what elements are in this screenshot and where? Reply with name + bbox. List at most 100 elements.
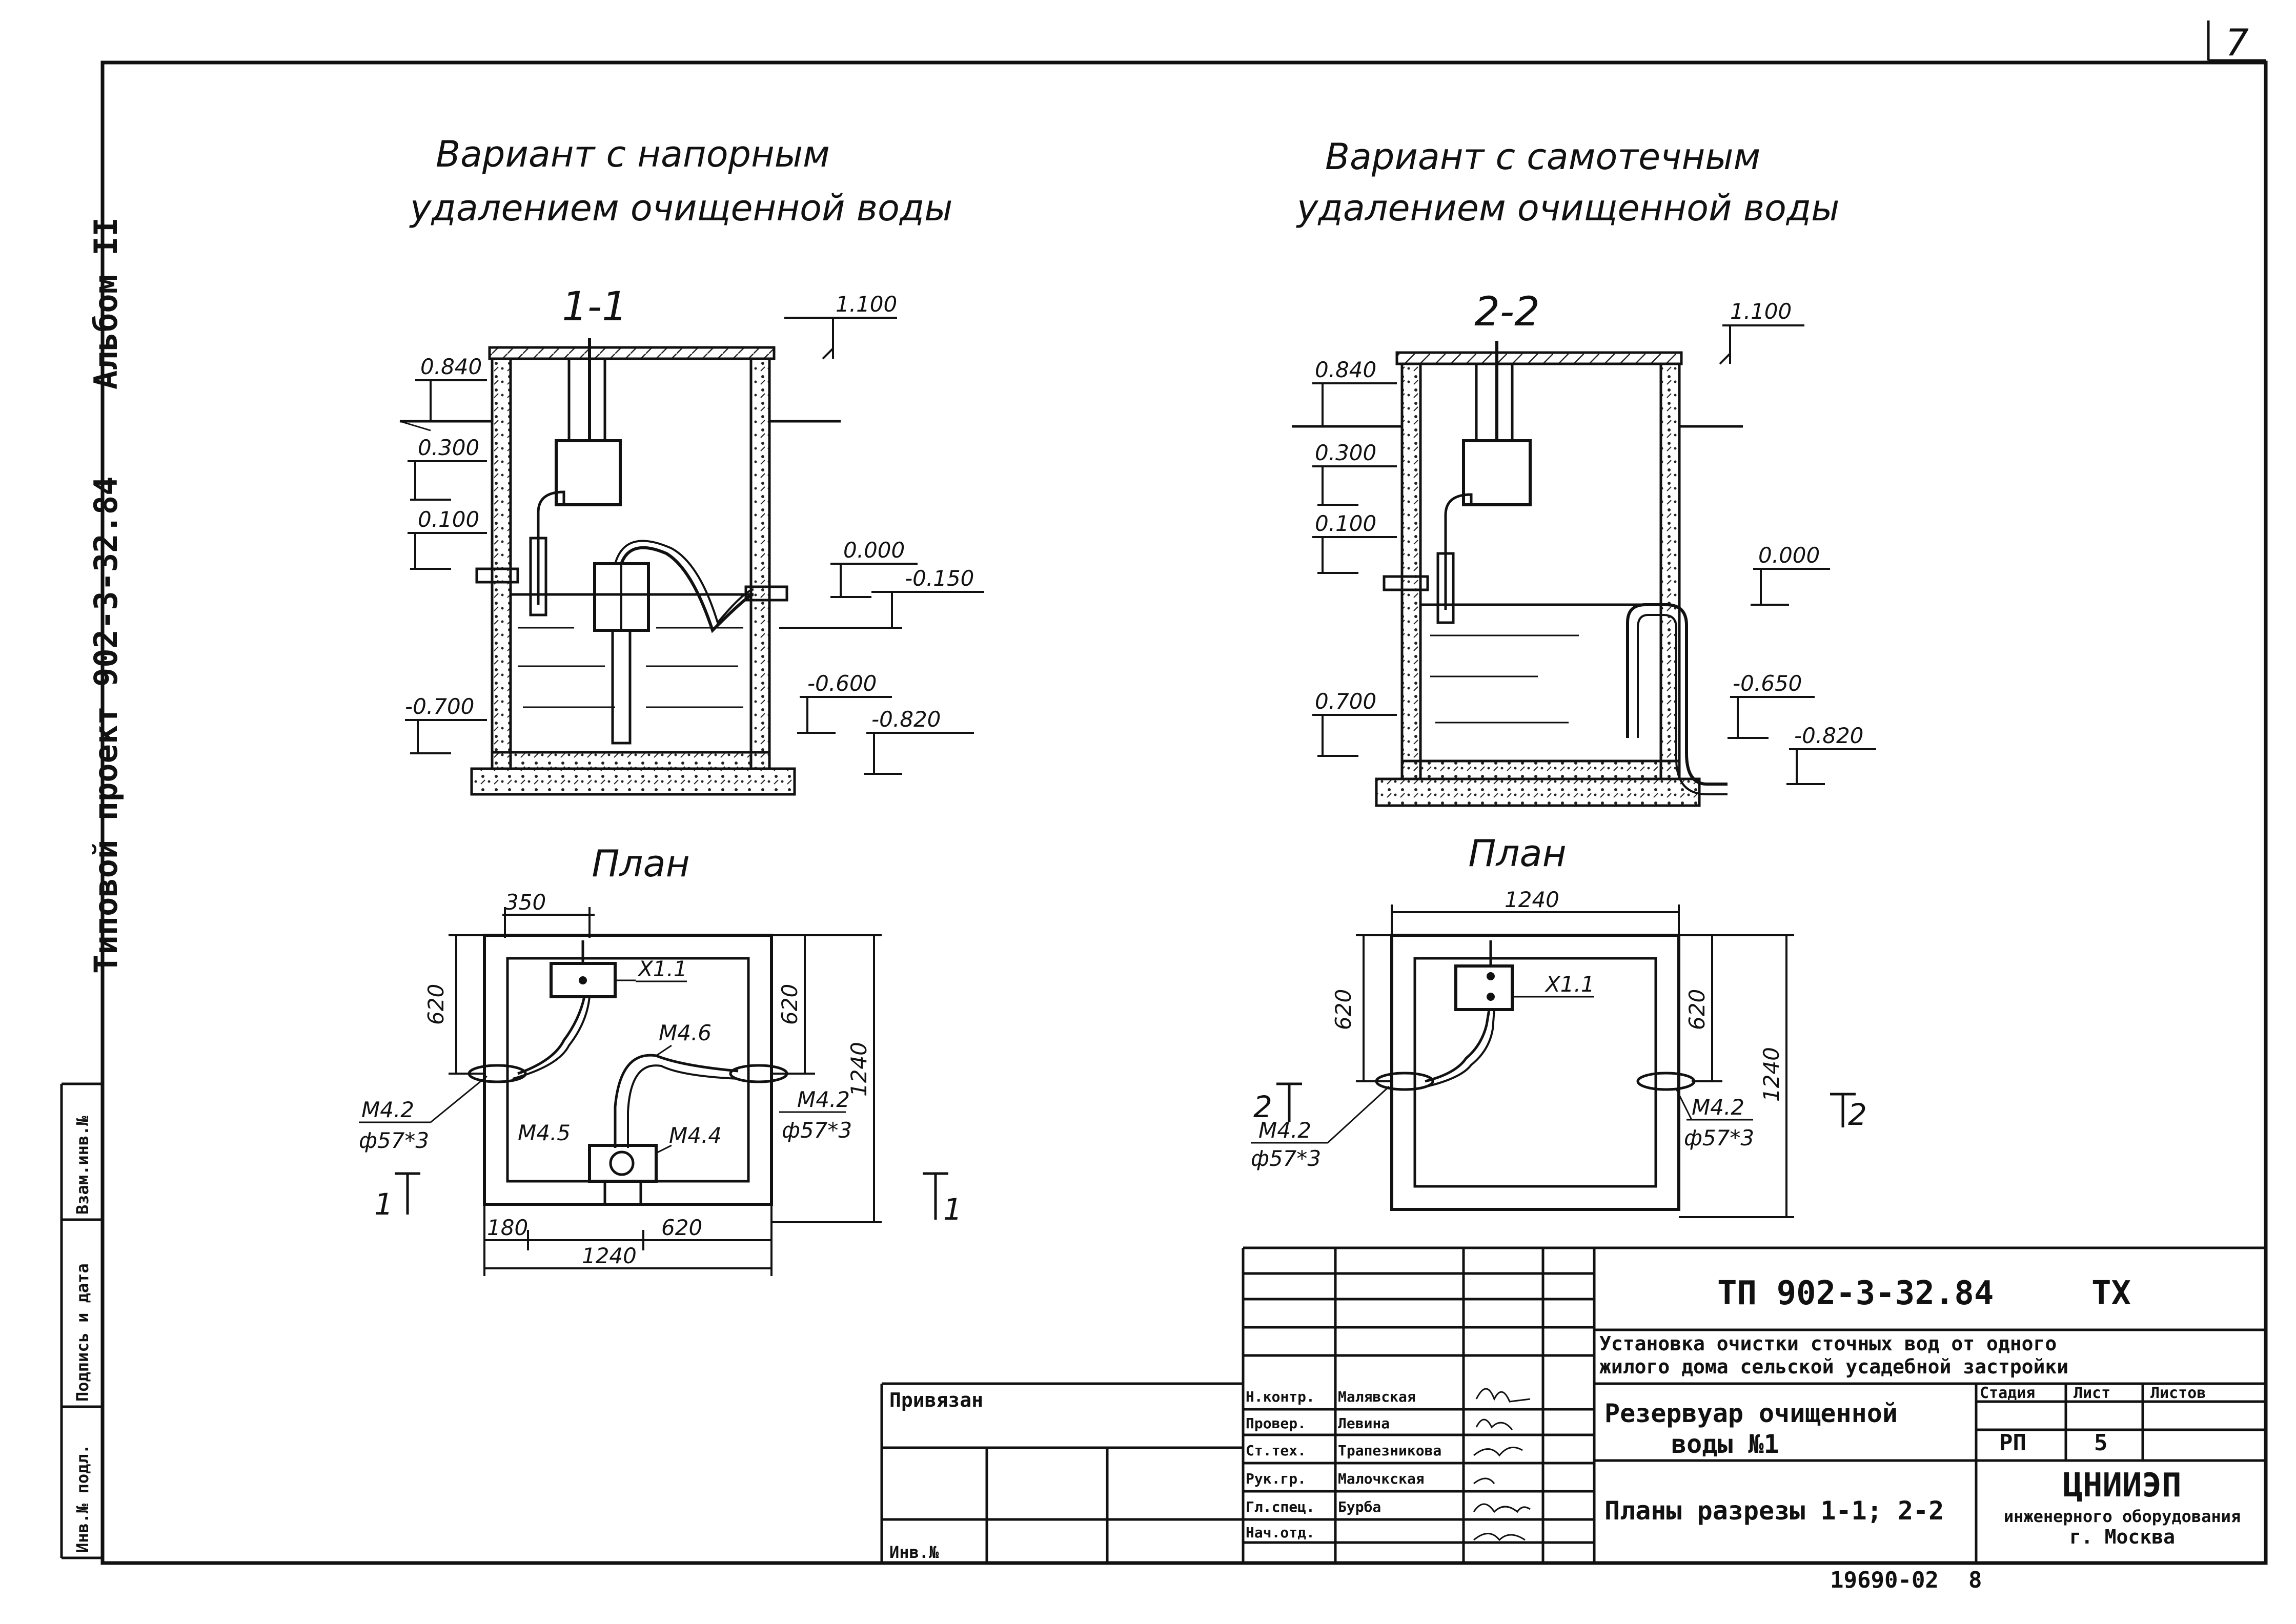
- plan2-dim-1240-top: 1240: [1505, 887, 1559, 912]
- plan2-callout-x1-1: Х1.1: [1545, 972, 1595, 997]
- page-number: 7: [2225, 21, 2249, 64]
- album-label: Альбом II: [87, 217, 125, 389]
- plan1-callout-m4-6: М4.6: [659, 1020, 712, 1045]
- format-mark: 8: [1968, 1567, 1982, 1593]
- stage-value: РП: [1999, 1430, 2026, 1456]
- level-1-100: 1.100: [836, 292, 897, 317]
- level-minus-0-150: -0.150: [905, 566, 974, 591]
- plan1-callout-m4-4: М4.4: [669, 1123, 722, 1148]
- signer-role: Провер.: [1246, 1415, 1306, 1432]
- stamp-cell-inv: Инв.№ подл.: [73, 1444, 92, 1553]
- plan1-callout-x1-1: Х1.1: [637, 956, 687, 981]
- right-title-line1: Вариант с самотечным: [1325, 136, 1760, 178]
- left-title-line1: Вариант с напорным: [436, 133, 830, 175]
- plan1-callout-m4-2-left: М4.2: [361, 1097, 414, 1122]
- plan1-cut-mark-right: 1: [943, 1192, 962, 1227]
- left-variant: Вариант с напорным удалением очищенной в…: [359, 133, 984, 1276]
- plan2-dim-1240-vertical: 1240: [1759, 1047, 1784, 1102]
- signer-name: Бурба: [1338, 1498, 1381, 1515]
- title-mark: ТХ: [2091, 1274, 2131, 1312]
- level-minus-0-600: -0.600: [807, 671, 877, 696]
- level-r-0-300: 0.300: [1315, 440, 1376, 465]
- plan-2: 1240 620 620 1240 Х1.1 М4.2 ф57*3 М4.2 ф…: [1251, 887, 1867, 1218]
- level-0-300: 0.300: [418, 435, 479, 460]
- title-description-line2: жилого дома сельской усадебной застройки: [1599, 1355, 2068, 1378]
- left-title-line2: удалением очищенной воды: [409, 187, 952, 229]
- org-line3: г. Москва: [2069, 1526, 2175, 1548]
- plan2-callout-pipe-left: ф57*3: [1251, 1146, 1321, 1171]
- plan1-dim-1240-bottom: 1240: [582, 1243, 637, 1268]
- title-description-line1: Установка очистки сточных вод от одного: [1599, 1332, 2057, 1355]
- plan2-cut-mark-left: 2: [1253, 1089, 1272, 1124]
- level-r-minus-0-650: -0.650: [1733, 671, 1802, 696]
- level-r-0-100: 0.100: [1315, 511, 1376, 536]
- signer-role: Н.контр.: [1246, 1388, 1315, 1405]
- plan2-callout-m4-2-left: М4.2: [1258, 1118, 1311, 1143]
- stage-header: Стадия: [1980, 1384, 2035, 1402]
- plan2-callout-m4-2-right: М4.2: [1692, 1095, 1744, 1120]
- level-minus-0-820: -0.820: [871, 707, 941, 732]
- stamp-cell-podpis: Подпись и дата: [73, 1263, 92, 1402]
- level-0-100: 0.100: [418, 507, 479, 532]
- sheet-frame: [100, 60, 2268, 1565]
- section-label-1-1: 1-1: [562, 284, 627, 330]
- right-title-line2: удалением очищенной воды: [1296, 187, 1839, 229]
- section-2-2: 1.100 0.840 0.300 0.100 0.000 -0.650 0.7…: [1292, 299, 1876, 807]
- plan1-dim-620-right: 620: [777, 984, 802, 1025]
- project-label: Типовой проект 902-3-32.84: [87, 476, 125, 974]
- plan1-callout-m4-2-right: М4.2: [797, 1087, 850, 1112]
- signer-role: Рук.гр.: [1246, 1470, 1306, 1487]
- org-line2: инженерного оборудования: [2004, 1507, 2241, 1526]
- signature-rows: Н.контр. Малявская Провер. Левина Ст.тех…: [1246, 1388, 1441, 1541]
- plan2-callout-pipe-right: ф57*3: [1684, 1125, 1754, 1150]
- sheets-header: Листов: [2150, 1384, 2206, 1402]
- inv-label: Инв.№: [889, 1543, 939, 1562]
- signer-role: Нач.отд.: [1246, 1524, 1315, 1541]
- sheet-header: Лист: [2074, 1384, 2110, 1402]
- plan1-callout-m4-5: М4.5: [518, 1120, 571, 1145]
- signer-role: Ст.тех.: [1246, 1442, 1306, 1459]
- section-1-1: 1.100 0.840 0.300 0.100 0.000 -0.150 -0.…: [399, 292, 984, 796]
- right-plan-title: План: [1468, 832, 1566, 875]
- plan1-callout-pipe-left: ф57*3: [359, 1128, 429, 1153]
- drawing-title: Планы разрезы 1-1; 2-2: [1604, 1496, 1944, 1526]
- sheet-value: 5: [2094, 1430, 2108, 1456]
- plan2-dim-620-left: 620: [1331, 989, 1356, 1030]
- sheet-title-line2: воды №1: [1671, 1429, 1779, 1459]
- archive-number: 19690-02: [1830, 1567, 1939, 1593]
- level-r-0-000: 0.000: [1758, 543, 1820, 568]
- plan2-dim-620-right: 620: [1684, 989, 1710, 1030]
- stamp-cell-vzam: Взам.инв.№: [73, 1116, 92, 1215]
- org-line1: ЦНИИЭП: [2063, 1467, 2181, 1505]
- level-r-minus-0-820: -0.820: [1794, 723, 1863, 748]
- level-r-1-100: 1.100: [1730, 299, 1792, 324]
- level-0-000: 0.000: [843, 538, 905, 563]
- left-plan-title: План: [592, 842, 689, 885]
- privyazan-label: Привязан: [889, 1389, 983, 1411]
- plan2-cut-mark-right: 2: [1848, 1097, 1867, 1132]
- signer-role: Гл.спец.: [1246, 1498, 1315, 1515]
- plan-1: 350 620 620 1240 180 620 1240 Х1.1 М4.6 …: [359, 890, 962, 1276]
- signer-name: Малявская: [1338, 1388, 1416, 1405]
- plan1-callout-pipe-right: ф57*3: [782, 1118, 852, 1143]
- title-code: ТП 902-3-32.84: [1717, 1274, 1994, 1312]
- level-r-0-840: 0.840: [1315, 357, 1376, 382]
- plan1-dim-1240-vertical: 1240: [846, 1042, 871, 1097]
- plan1-cut-mark-left: 1: [374, 1187, 393, 1222]
- sheet-title-line1: Резервуар очищенной: [1604, 1399, 1898, 1428]
- level-0-840: 0.840: [420, 354, 482, 379]
- signer-name: Малочкская: [1338, 1470, 1425, 1487]
- signer-name: Левина: [1338, 1415, 1390, 1432]
- plan1-dim-620-left: 620: [423, 984, 449, 1025]
- signatures: [1473, 1388, 1531, 1541]
- right-variant: Вариант с самотечным удалением очищенной…: [1251, 136, 1876, 1218]
- plan1-dim-180: 180: [487, 1215, 528, 1240]
- level-minus-0-700: -0.700: [405, 694, 474, 719]
- signer-name: Трапезникова: [1338, 1442, 1441, 1459]
- title-block: ТП 902-3-32.84 ТХ Установка очистки сточ…: [880, 1246, 2266, 1593]
- side-stamp: Типовой проект 902-3-32.84 Альбом II Вза…: [60, 217, 125, 1559]
- section-label-2-2: 2-2: [1474, 289, 1539, 335]
- plan1-dim-350: 350: [505, 890, 546, 915]
- plan1-dim-620-bottom: 620: [661, 1215, 702, 1240]
